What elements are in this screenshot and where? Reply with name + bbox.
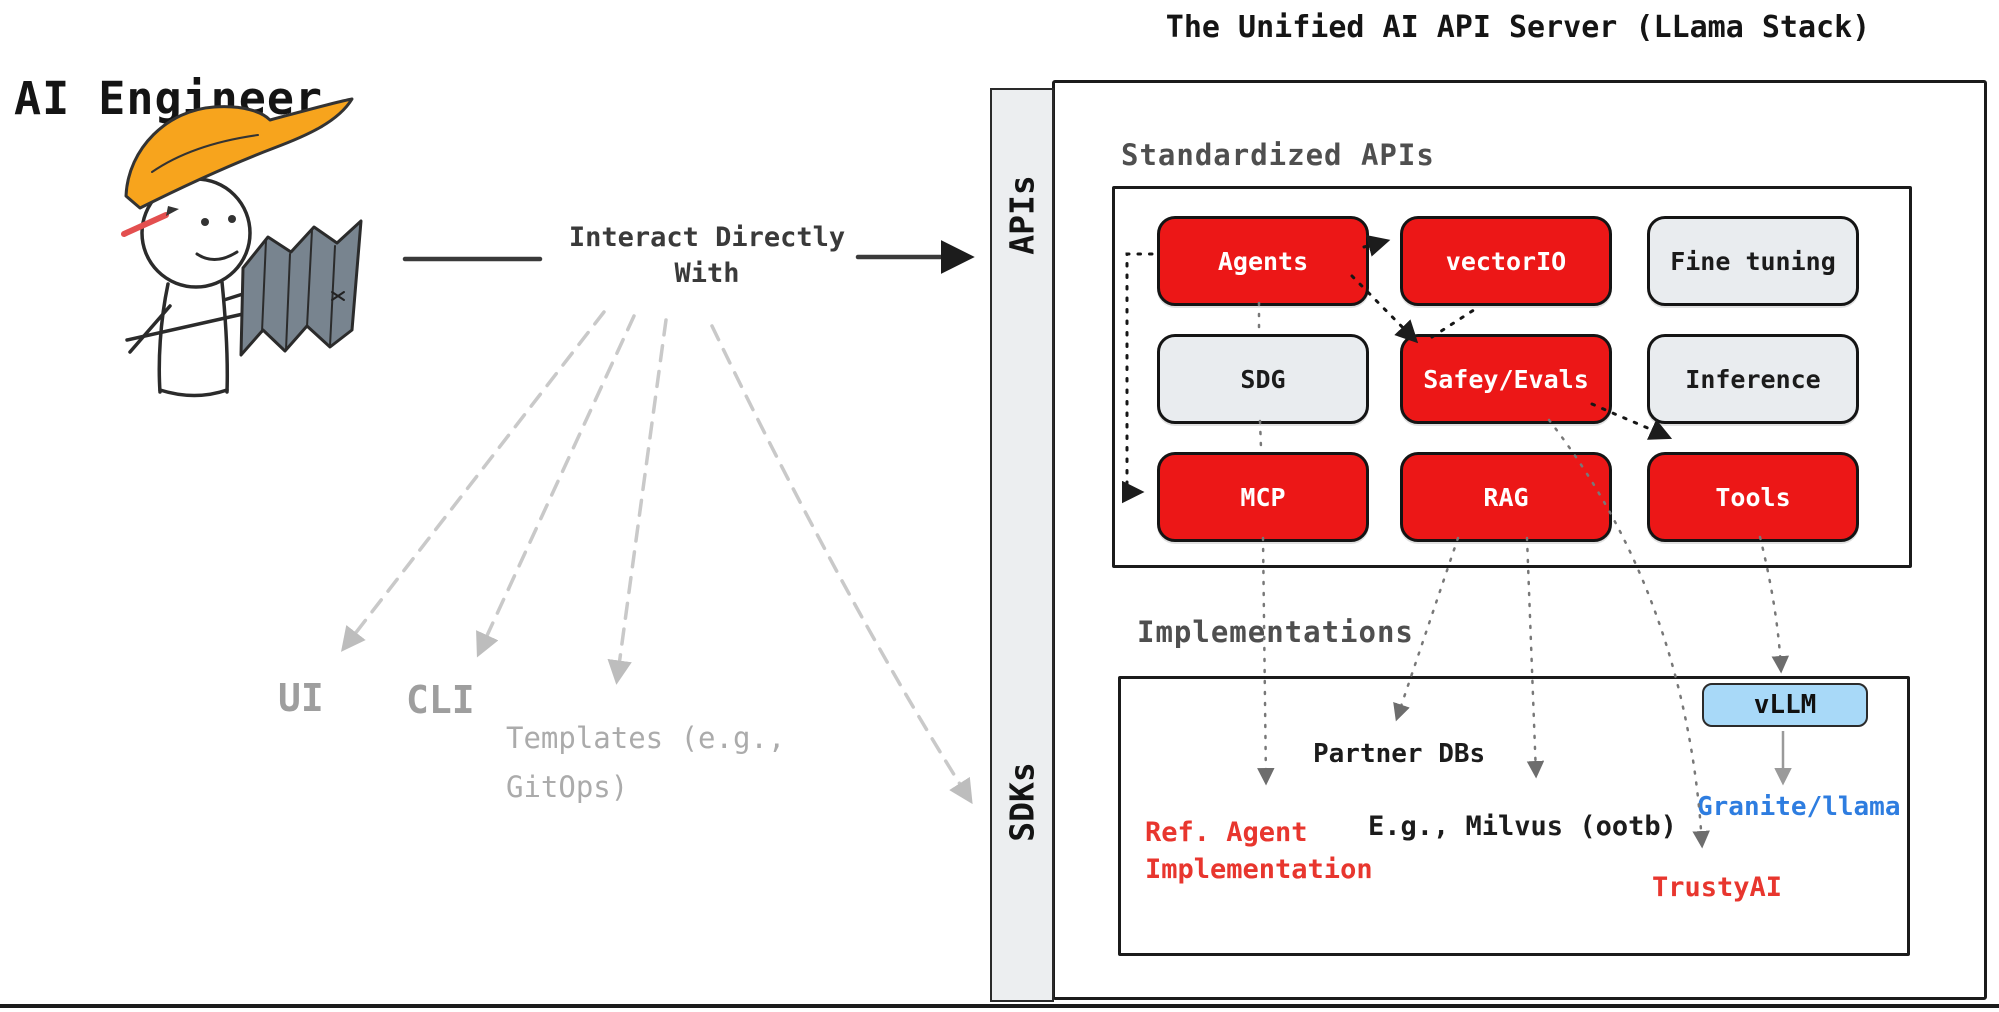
ref-agent-implementation-label: Ref. Agent Implementation [1145, 814, 1373, 888]
api-node-label: vectorIO [1445, 246, 1567, 276]
api-node-label: Inference [1685, 364, 1821, 394]
implementations-label: Implementations [1137, 615, 1414, 649]
standardized-apis-label: Standardized APIs [1121, 138, 1435, 172]
smile-icon [195, 250, 239, 261]
api-node-label: Tools [1715, 482, 1791, 512]
api-node-label: Agents [1217, 246, 1309, 276]
api-node-rag: RAG [1400, 452, 1612, 542]
api-node-label: RAG [1483, 482, 1529, 512]
interact-directly-label: Interact Directly With [538, 220, 876, 292]
sdks-strip-label: SDKs [1002, 762, 1042, 842]
pencil-icon [121, 212, 169, 237]
eye-icon [228, 215, 236, 223]
granite-llama-label: Granite/llama [1697, 792, 1901, 822]
api-node-fine-tuning: Fine tuning [1647, 216, 1859, 306]
vllm-node: vLLM [1702, 683, 1868, 727]
templates-line1: Templates (e.g., [506, 721, 786, 755]
api-node-label: Fine tuning [1670, 246, 1836, 276]
ref-agent-line2: Implementation [1145, 854, 1373, 885]
api-node-label: SDG [1240, 364, 1286, 394]
vllm-label: vLLM [1753, 690, 1817, 720]
api-node-inference: Inference [1647, 334, 1859, 424]
api-node-label: Safey/Evals [1423, 364, 1589, 394]
apis-strip-label: APIs [1002, 175, 1042, 255]
api-node-sdg: SDG [1157, 334, 1369, 424]
ai-engineer-label: AI Engineer [14, 72, 324, 125]
trustyai-label: TrustyAI [1652, 872, 1783, 903]
map-icon [239, 219, 363, 357]
cli-client-label: CLI [406, 678, 475, 722]
interact-to-ui-connector [341, 310, 606, 652]
interact-to-templates-connector [607, 318, 668, 685]
diagram-title: The Unified AI API Server (LLama Stack) [1165, 10, 1871, 45]
partner-dbs-label: Partner DBs [1313, 739, 1486, 769]
interact-line1: Interact Directly [568, 222, 846, 253]
templates-client-label: Templates (e.g., GitOps) [506, 714, 785, 812]
ui-client-label: UI [278, 676, 324, 720]
eye-icon [201, 218, 209, 226]
api-node-mcp: MCP [1157, 452, 1369, 542]
apis-sdks-strip: APIs SDKs [990, 88, 1054, 1002]
api-node-agents: Agents [1157, 216, 1369, 306]
api-node-tools: Tools [1647, 452, 1859, 542]
pencil-tip-icon [166, 206, 179, 216]
api-node-safety-evals: Safey/Evals [1400, 334, 1612, 424]
milvus-label: E.g., Milvus (ootb) [1368, 811, 1677, 842]
api-node-label: MCP [1240, 482, 1286, 512]
interact-line2: With [674, 258, 740, 289]
bottom-rule [0, 1004, 1999, 1008]
api-node-vectorio: vectorIO [1400, 216, 1612, 306]
interact-to-cli-connector [476, 314, 636, 658]
ref-agent-line1: Ref. Agent [1145, 817, 1308, 848]
templates-line2: GitOps) [506, 770, 629, 804]
engineer-figure-icon [121, 97, 363, 398]
